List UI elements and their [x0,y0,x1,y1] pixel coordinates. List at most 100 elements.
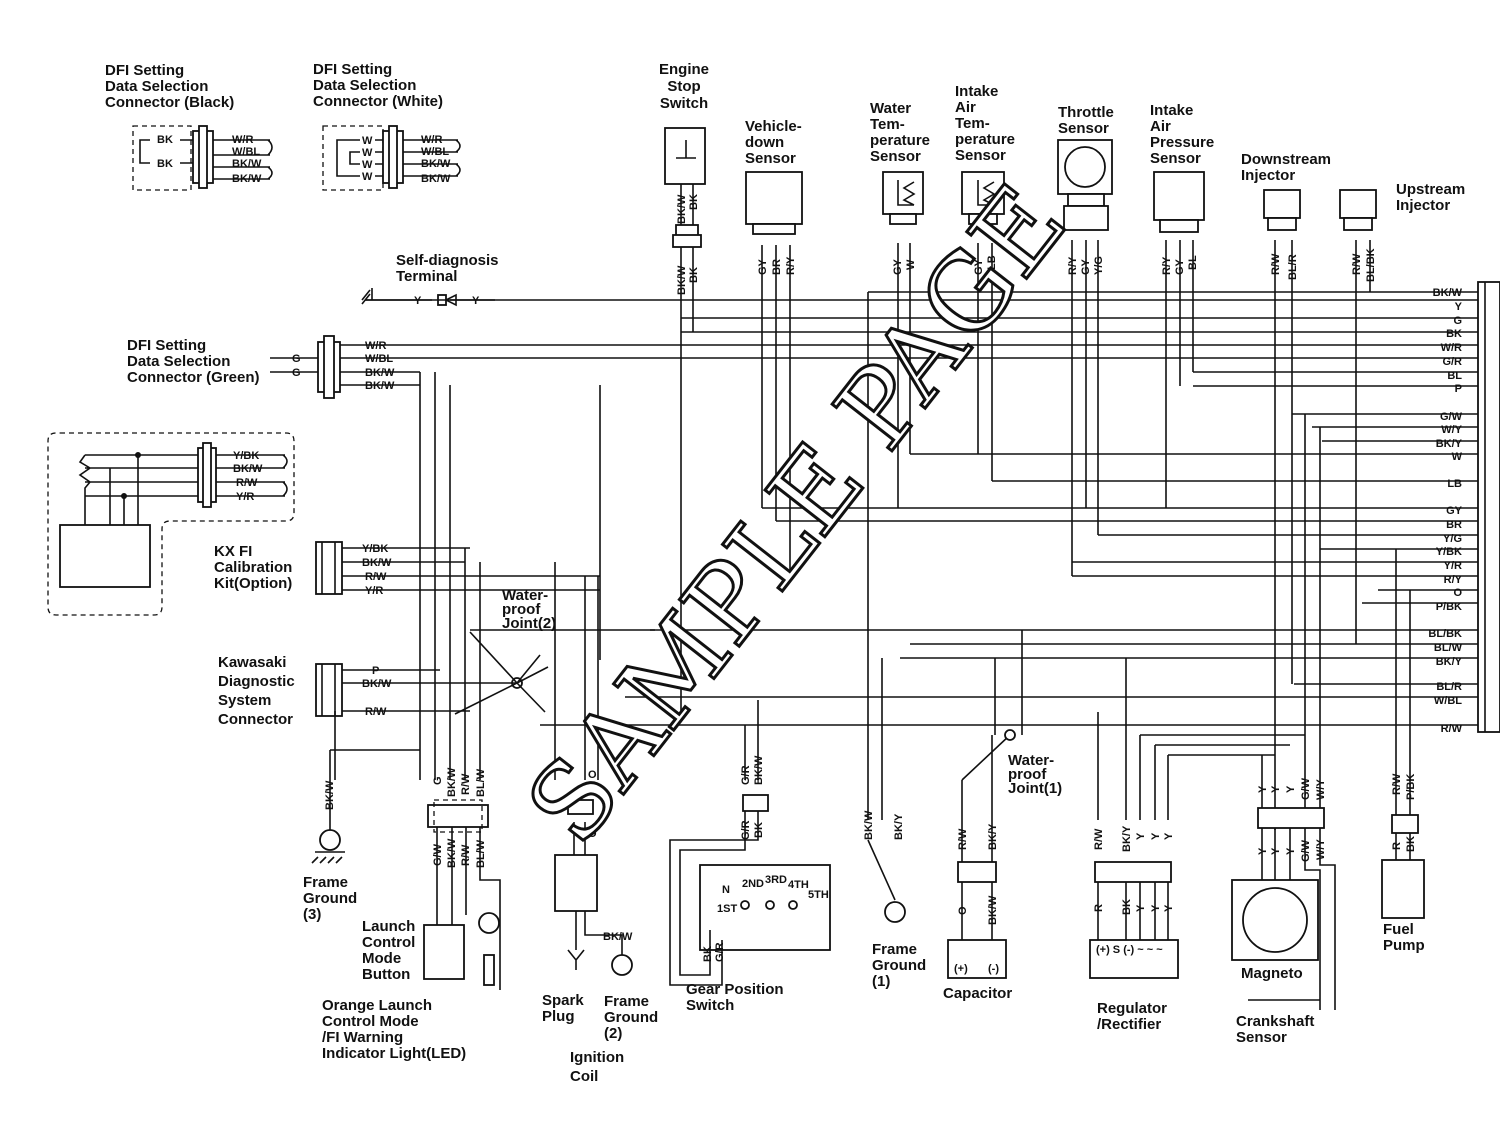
intake-air-pressure-label: Pressure [1150,134,1214,151]
self-diag-label: Self-diagnosis [396,252,499,269]
dfi-white-left-wire-code: W [362,171,373,183]
gear-label: N [722,884,730,896]
self-diag-wire-code: Y [472,295,480,307]
gear-bottom-wire-code: BK [753,822,765,838]
frame-ground-1-label: (1) [872,973,890,990]
ecu-pin-label: BR [1446,519,1462,531]
kx-fi-connector [315,541,343,595]
dfi-white-right-wire-code: W/R [421,134,442,146]
dfi-white-left-wire-code: W [362,147,373,159]
frame-ground-3-wire-code: BK/W [324,780,336,810]
magneto-bottom-wire-code: Y [1270,847,1282,855]
joint1-label: Joint(1) [1008,780,1062,797]
launch-bottom-wire-code: R/W [460,844,472,866]
ignition-coil [554,854,598,912]
kit-box-wire-code: Y/R [236,491,254,503]
dfi-black-label: DFI Setting [105,62,184,79]
regulator-top-wire-code: Y [1135,832,1147,840]
dfi-white-label: DFI Setting [313,61,392,78]
dfi-green-label: Data Selection [127,353,230,370]
intake-air-pressure-wire-code: R/Y [1161,256,1173,275]
launch-bottom-wire-code: BL/W [475,839,487,868]
ecu-pin-label: BL/W [1434,642,1463,654]
spark-plug-label: Spark [542,992,584,1009]
engine-stop-switch [664,127,706,185]
launch-top-wire-code: BL/W [475,768,487,797]
dfi-black-label: Connector (Black) [105,94,234,111]
intake-air-temp-sensor [961,171,1005,215]
spark-plug-label: Plug [542,1008,575,1025]
kx-fi-wire-code: Y/R [365,585,383,597]
frame-ground-2-label: Ground [604,1009,658,1026]
gear-bottom-wire-code: G/R [740,820,752,840]
kx-fi-wire-code: BK/W [362,557,392,569]
dfi-black-right-wire-code: BK/W [232,158,262,170]
gear-label: 4TH [788,879,809,891]
throttle-wire-code: Y/G [1093,256,1105,275]
throttle-wire-code: GY [1080,258,1092,275]
kit-box-wire-code: R/W [236,477,258,489]
launch-button-label: Launch [362,918,415,935]
kds-label: System [218,692,271,709]
ecu-pin-label: BK [1446,328,1462,340]
dfi-white-left-wire-code: W [362,159,373,171]
dfi-white-right-wire-code: BK/W [421,173,451,185]
magneto-top-wire-code: Y [1285,785,1297,793]
fuel-pump-label: Pump [1383,937,1425,954]
dfi-black-left-wire-code: BK [157,158,173,170]
throttle-label: Throttle [1058,104,1114,121]
regulator-bottom-wire-code: BK [1121,899,1133,915]
engine-stop-bottom-wire-code: BK [688,267,700,283]
magneto-top-wire-code: G/W [1300,777,1312,800]
fuel-pump [1381,859,1425,919]
kds-label: Connector [218,711,293,728]
regulator-bottom-wire-code: Y [1163,904,1175,912]
capacitor-top-wire-code: BK/Y [987,823,999,850]
ecu-pin-label: P/BK [1436,601,1462,613]
fuel-pump-top-wire-code: P/BK [1405,774,1417,800]
ignition-wire-code: BK/W [603,931,633,943]
upstream-injector-label: Injector [1396,197,1450,214]
led-indicator-icon [478,912,500,934]
engine-stop-top-wire-code: BK/W [676,194,688,224]
engine-stop-label: Switch [660,95,708,112]
ecu-pin-label: BK/Y [1436,656,1463,668]
capacitor-pins-wire-code: (-) [988,963,999,975]
kds-wire-code: BK/W [362,678,392,690]
vehicle-down-label: down [745,134,784,151]
launch-control-button [423,924,465,980]
capacitor-label: Capacitor [943,985,1012,1002]
fuel-pump-bottom-wire-code: R [1391,842,1403,850]
frame-ground-1-wire-code: BK/Y [893,813,905,840]
frame-ground-2-label: Frame [604,993,649,1010]
frame-ground-1-label: Ground [872,957,926,974]
gear-label: 2ND [742,878,764,890]
joint2-label: Water- [502,587,548,604]
joint2-label: Joint(2) [502,615,556,632]
intake-air-pressure-label: Sensor [1150,150,1201,167]
ecu-pin-label: Y/G [1443,533,1462,545]
fuel-pump-top-wire-code: R/W [1391,773,1403,795]
frame-ground-2-label: (2) [604,1025,622,1042]
upstream-injector [1339,189,1377,219]
fuel-pump-bottom-wire-code: BK [1405,836,1417,852]
water-temp-wire-code: GY [892,258,904,275]
intake-air-temp-label: Tem- [955,115,990,132]
ecu-pin-label: BK/Y [1436,438,1463,450]
frame-ground-3-label: (3) [303,906,321,923]
kds-label: Diagnostic [218,673,295,690]
downstream-injector-label: Injector [1241,167,1295,184]
dfi-black-right-wire-code: W/BL [232,146,260,158]
kx-fi-label: KX FI [214,543,252,560]
joint1-label: Water- [1008,752,1054,769]
launch-button-label: Button [362,966,410,983]
gear-label: 5TH [808,889,829,901]
water-temp-wire-code: W [905,259,917,270]
dfi-black-right-wire-code: W/R [232,134,253,146]
intake-air-temp-label: perature [955,131,1015,148]
gear-label: 1ST [717,903,737,915]
vehicle-down-wire-code: R/Y [785,256,797,275]
joint2-label: proof [502,601,541,618]
intake-air-pressure-label: Air [1150,118,1171,135]
gear-switch-label: Gear Position [686,981,784,998]
